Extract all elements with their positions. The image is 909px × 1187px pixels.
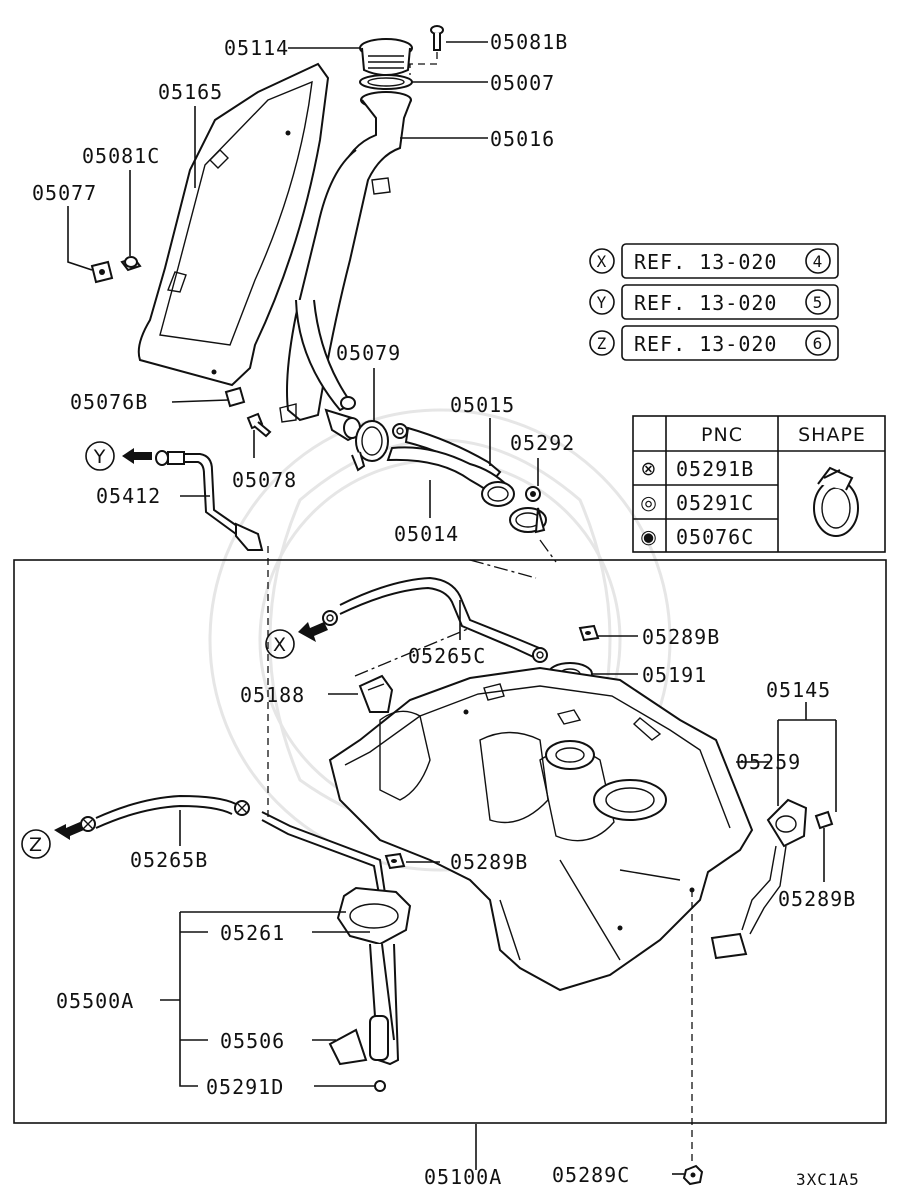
table-symbol-1: ◎ bbox=[640, 492, 658, 514]
leader-lines bbox=[67, 41, 837, 1175]
ref-box-x[interactable]: X REF. 13-020 4 bbox=[589, 243, 839, 279]
ref-box-z[interactable]: Z REF. 13-020 6 bbox=[589, 325, 839, 361]
table-symbol-2: ◉ bbox=[640, 526, 658, 548]
callout-05261: 05261 bbox=[220, 921, 285, 945]
callout-05014: 05014 bbox=[394, 522, 459, 546]
arrow-y-letter: Y bbox=[93, 446, 107, 468]
table-symbol-0: ⊗ bbox=[641, 458, 658, 480]
ref-box-y[interactable]: Y REF. 13-020 5 bbox=[589, 284, 839, 320]
gasket-part bbox=[359, 74, 413, 90]
clamp-05292-part bbox=[509, 486, 547, 534]
callout-05191: 05191 bbox=[642, 663, 707, 687]
callout-05165: 05165 bbox=[158, 80, 223, 104]
fuel-tank-part bbox=[328, 666, 754, 992]
hose-clamp-shape-icon bbox=[813, 466, 859, 537]
table-pnc-2: 05076C bbox=[676, 525, 754, 549]
bolt-05078-part bbox=[246, 412, 272, 438]
protector-05188-part bbox=[358, 674, 394, 713]
nut-05289b-mid-part bbox=[384, 852, 406, 870]
main-assembly-frame bbox=[13, 559, 887, 1124]
ref-z-text[interactable]: REF. 13-020 bbox=[634, 332, 777, 356]
diagram-code: 3XC1A5 bbox=[796, 1170, 860, 1187]
pnc-shape-table: PNC SHAPE ⊗ 05291B ◎ 05291C ◉ 05076C bbox=[632, 415, 886, 553]
sender-unit-05145-part bbox=[710, 798, 808, 960]
fuel-pump-module-part bbox=[328, 886, 412, 1092]
callout-05078: 05078 bbox=[232, 468, 297, 492]
callout-05500a: 05500A bbox=[56, 989, 134, 1013]
callout-05289b-mid: 05289B bbox=[450, 850, 528, 874]
arrow-y bbox=[85, 441, 152, 471]
ref-y-text[interactable]: REF. 13-020 bbox=[634, 291, 777, 315]
screw-05081b-part bbox=[409, 25, 444, 75]
ref-x-letter: X bbox=[597, 252, 608, 271]
callout-05289c: 05289C bbox=[552, 1163, 630, 1187]
clip-05076b-part bbox=[224, 386, 246, 408]
callout-05079: 05079 bbox=[336, 341, 401, 365]
ref-x-text[interactable]: REF. 13-020 bbox=[634, 250, 777, 274]
callout-05081c: 05081C bbox=[82, 144, 160, 168]
arrow-z-letter: Z bbox=[29, 834, 43, 856]
callout-05015: 05015 bbox=[450, 393, 515, 417]
clip-05077-part bbox=[90, 260, 114, 284]
callout-05265b: 05265B bbox=[130, 848, 208, 872]
filler-protector-part bbox=[137, 62, 330, 387]
table-pnc-0: 05291B bbox=[676, 457, 754, 481]
callout-05259: 05259 bbox=[736, 750, 801, 774]
filler-neck-part bbox=[279, 91, 412, 442]
nut-05289b-right-part bbox=[814, 810, 834, 830]
callout-05081b: 05081B bbox=[490, 30, 568, 54]
callout-05077: 05077 bbox=[32, 181, 97, 205]
ref-x-number: 4 bbox=[813, 252, 824, 271]
table-header-shape: SHAPE bbox=[798, 424, 866, 446]
arrow-z bbox=[21, 822, 84, 859]
vapor-hose-05412-part bbox=[155, 450, 264, 551]
callout-05289b-top: 05289B bbox=[642, 625, 720, 649]
callout-05145: 05145 bbox=[766, 678, 831, 702]
callout-labels: 05114 05081B 05165 05007 05016 05081C 05… bbox=[32, 30, 860, 1187]
callout-05076b: 05076B bbox=[70, 390, 148, 414]
ref-z-letter: Z bbox=[597, 334, 608, 353]
bolt-05081c-part bbox=[120, 256, 142, 272]
vent-hose-05265c-part bbox=[322, 576, 548, 663]
nut-05289b-top-part bbox=[578, 624, 600, 642]
ref-z-number: 6 bbox=[813, 334, 824, 353]
hose-05014-part bbox=[386, 446, 515, 507]
callout-05289b-right: 05289B bbox=[778, 887, 856, 911]
callout-05100a: 05100A bbox=[424, 1165, 502, 1187]
callout-05265c: 05265C bbox=[408, 644, 486, 668]
callout-05292: 05292 bbox=[510, 431, 575, 455]
callout-05412: 05412 bbox=[96, 484, 161, 508]
callout-05188: 05188 bbox=[240, 683, 305, 707]
callout-05291d: 05291D bbox=[206, 1075, 284, 1099]
ref-y-number: 5 bbox=[813, 293, 824, 312]
callout-05506: 05506 bbox=[220, 1029, 285, 1053]
fuel-cap-part bbox=[359, 38, 413, 76]
callout-05007: 05007 bbox=[490, 71, 555, 95]
clamp-05079-part bbox=[351, 420, 389, 472]
arrow-x bbox=[265, 622, 328, 659]
nut-05289c-part bbox=[682, 1164, 704, 1186]
ref-y-letter: Y bbox=[597, 293, 608, 312]
table-pnc-1: 05291C bbox=[676, 491, 754, 515]
callout-05114: 05114 bbox=[224, 36, 289, 60]
table-header-pnc: PNC bbox=[701, 424, 743, 446]
callout-05016: 05016 bbox=[490, 127, 555, 151]
vent-hose-05265b-part bbox=[80, 794, 387, 901]
arrow-x-letter: X bbox=[273, 634, 287, 656]
